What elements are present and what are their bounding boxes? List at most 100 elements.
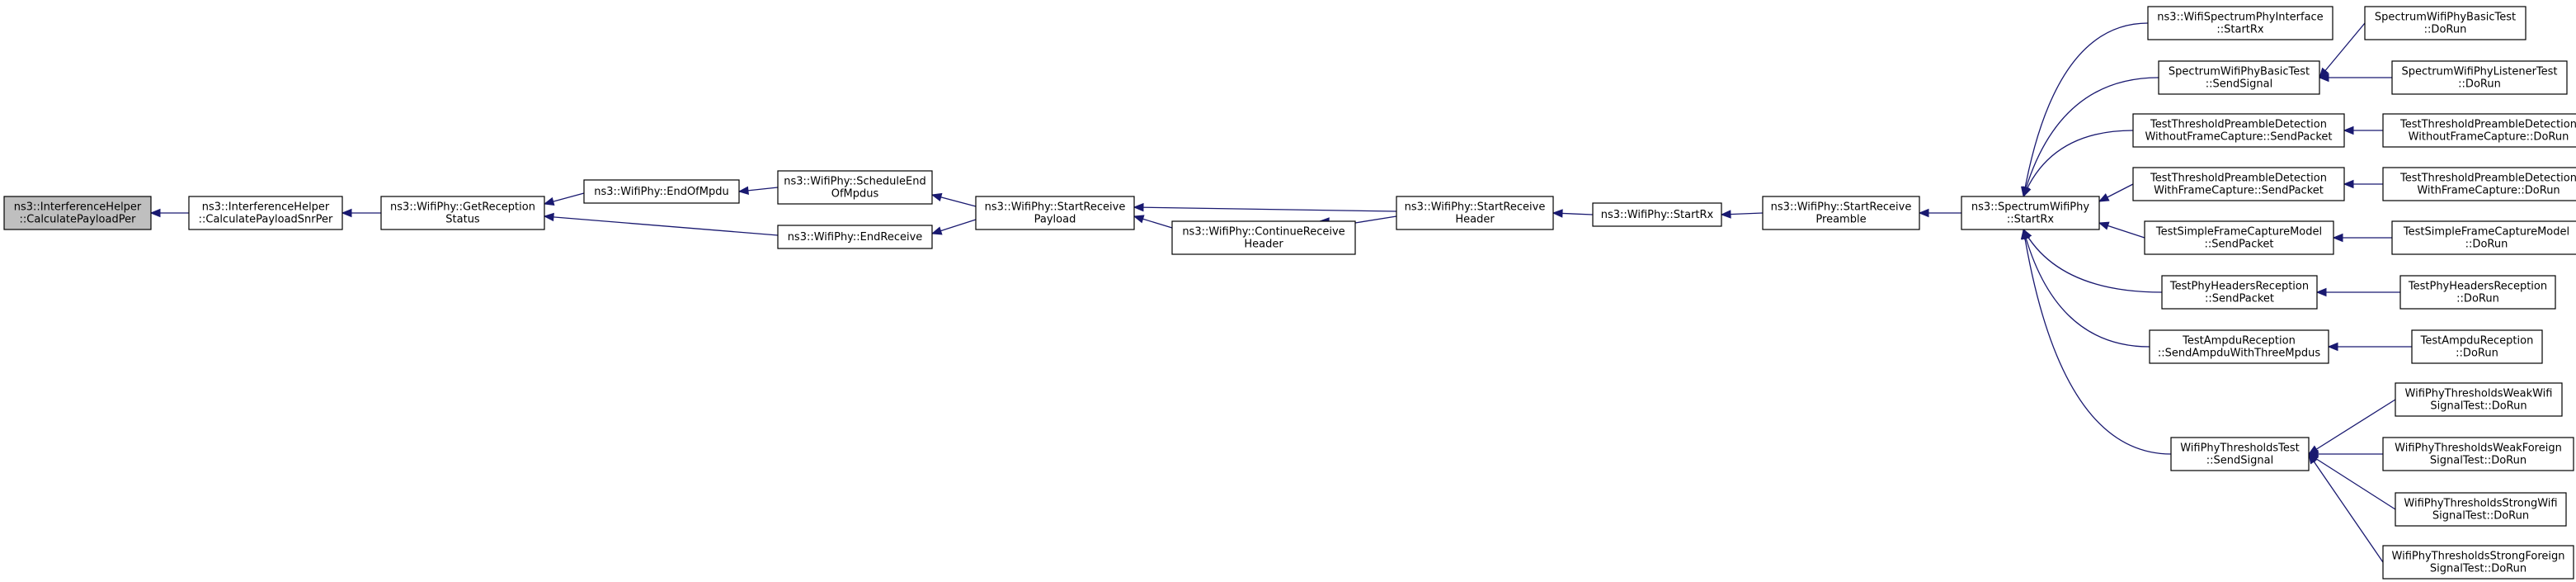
node-label: TestThresholdPreambleDetection — [2399, 173, 2576, 185]
node-label: TestSimpleFrameCaptureModel — [2155, 226, 2322, 239]
edge-arrowhead — [2343, 125, 2354, 135]
node-headers-reception-dorun[interactable]: TestPhyHeadersReception::DoRun — [2399, 275, 2556, 310]
node-label: ::CalculatePayloadPer — [20, 214, 137, 226]
node-label: ns3::InterferenceHelper — [14, 201, 142, 214]
edge-arrowhead — [930, 226, 943, 235]
node-label: ::DoRun — [2424, 24, 2467, 36]
node-label: ::SendSignal — [2206, 455, 2273, 467]
edge-simple-capture-dorun-to-simple-capture-send — [2332, 233, 2392, 243]
node-end-receive[interactable]: ns3::WifiPhy::EndReceive — [777, 225, 933, 249]
edge-start-receive-payload-to-schedule-end-of-mpdus — [930, 192, 977, 207]
node-box — [2132, 167, 2345, 201]
node-threshold-with-send[interactable]: TestThresholdPreambleDetectionWithFrameC… — [2132, 167, 2345, 201]
node-label: SignalTest::DoRun — [2430, 563, 2527, 575]
node-spectrum-interface-start-rx[interactable]: ns3::WifiSpectrumPhyInterface::StartRx — [2147, 6, 2333, 40]
node-label: TestPhyHeadersReception — [2408, 281, 2547, 293]
node-box — [380, 196, 545, 230]
edge-weak-wifi-dorun-to-thresholds-test-send-signal — [2307, 399, 2396, 455]
edge-arrowhead — [2020, 228, 2030, 240]
node-label: ::DoRun — [2456, 348, 2498, 360]
edge-end-of-mpdu-to-get-reception-status — [543, 192, 585, 206]
node-label: Payload — [1034, 214, 1076, 226]
edge-arrowhead — [2343, 179, 2354, 189]
node-weak-foreign-dorun[interactable]: WifiPhyThresholdsWeakForeignSignalTest::… — [2382, 437, 2574, 471]
node-ampdu-dorun[interactable]: TestAmpduReception::DoRun — [2411, 329, 2543, 364]
node-label: ::SendPacket — [2205, 293, 2274, 305]
node-label: ::CalculatePayloadSnrPer — [199, 214, 333, 226]
node-box — [1396, 196, 1554, 230]
node-calc-payload-per[interactable]: ns3::InterferenceHelper::CalculatePayloa… — [3, 196, 152, 230]
node-ampdu-send[interactable]: TestAmpduReception::SendAmpduWithThreeMp… — [2149, 329, 2329, 364]
node-box — [2382, 437, 2574, 471]
node-thresholds-test-send-signal[interactable]: WifiPhyThresholdsTest::SendSignal — [2170, 437, 2310, 471]
edge-start-receive-preamble-to-wifiphy-start-rx — [1720, 210, 1764, 219]
node-label: ::DoRun — [2465, 239, 2508, 251]
node-box — [2158, 60, 2320, 95]
edge-end-receive-to-get-reception-status — [543, 212, 779, 236]
node-label: SpectrumWifiPhyBasicTest — [2375, 12, 2516, 24]
node-label: SpectrumWifiPhyListenerTest — [2401, 66, 2557, 78]
node-wifiphy-start-rx[interactable]: ns3::WifiPhy::StartRx — [1592, 202, 1722, 227]
node-label: TestThresholdPreambleDetection — [2150, 119, 2327, 131]
edge-arrowhead — [1918, 208, 1929, 218]
node-label: ::DoRun — [2456, 293, 2499, 305]
node-basic-test-send-signal[interactable]: SpectrumWifiPhyBasicTest::SendSignal — [2158, 60, 2320, 95]
edge-line — [2023, 77, 2159, 197]
node-threshold-without-dorun[interactable]: TestThresholdPreambleDetectionWithoutFra… — [2382, 113, 2576, 148]
edge-thresholds-test-send-signal-to-spectrum-start-rx — [2020, 228, 2172, 455]
node-label: WithoutFrameCapture::DoRun — [2409, 131, 2569, 144]
node-threshold-with-dorun[interactable]: TestThresholdPreambleDetectionWithFrameC… — [2382, 167, 2576, 201]
node-box — [2149, 329, 2329, 364]
node-label: ns3::WifiSpectrumPhyInterface — [2157, 12, 2323, 24]
edge-arrowhead — [2315, 287, 2327, 297]
edge-threshold-with-send-to-spectrum-start-rx — [2098, 183, 2134, 202]
node-box — [1171, 220, 1356, 255]
node-spectrum-start-rx[interactable]: ns3::SpectrumWifiPhy::StartRx — [1961, 196, 2100, 230]
node-label: ns3::WifiPhy::StartReceive — [1405, 201, 1546, 214]
node-calc-payload-snr-per[interactable]: ns3::InterferenceHelper::CalculatePayloa… — [188, 196, 343, 230]
node-label: ns3::WifiPhy::GetReception — [390, 201, 535, 214]
edge-basic-test-dorun-to-basic-test-send-signal — [2319, 22, 2366, 79]
node-simple-capture-send[interactable]: TestSimpleFrameCaptureModel::SendPacket — [2144, 220, 2334, 255]
node-simple-capture-dorun[interactable]: TestSimpleFrameCaptureModel::DoRun — [2391, 220, 2576, 255]
edge-arrowhead — [2308, 452, 2318, 465]
node-label: TestAmpduReception — [2182, 335, 2296, 348]
node-box — [2395, 382, 2563, 417]
edge-line — [2308, 399, 2396, 455]
edge-arrowhead — [2327, 342, 2338, 352]
node-label: WifiPhyThresholdsStrongForeign — [2392, 551, 2565, 563]
node-end-of-mpdu[interactable]: ns3::WifiPhy::EndOfMpdu — [583, 179, 740, 204]
edge-start-receive-header-to-start-receive-payload — [1133, 202, 1397, 212]
edge-ampdu-dorun-to-ampdu-send — [2327, 342, 2412, 352]
node-box — [777, 225, 933, 249]
node-box — [2170, 437, 2310, 471]
node-listener-test-dorun[interactable]: SpectrumWifiPhyListenerTest::DoRun — [2391, 60, 2568, 95]
edge-arrowhead — [1133, 215, 1145, 224]
node-box — [2391, 220, 2576, 255]
node-headers-reception-send[interactable]: TestPhyHeadersReception::SendPacket — [2161, 275, 2318, 310]
call-graph-edges — [149, 22, 2412, 563]
edge-strong-foreign-dorun-to-thresholds-test-send-signal — [2308, 452, 2384, 563]
node-strong-foreign-dorun[interactable]: WifiPhyThresholdsStrongForeignSignalTest… — [2382, 545, 2574, 580]
node-basic-test-dorun[interactable]: SpectrumWifiPhyBasicTest::DoRun — [2364, 6, 2527, 40]
edge-get-reception-status-to-calc-payload-snr-per — [341, 208, 381, 218]
node-label: ns3::WifiPhy::StartReceive — [1771, 201, 1912, 214]
edge-arrowhead — [543, 212, 554, 222]
node-label: ns3::WifiPhy::StartRx — [1601, 209, 1714, 221]
node-box — [2161, 275, 2318, 310]
edge-line — [2308, 453, 2396, 510]
node-weak-wifi-dorun[interactable]: WifiPhyThresholdsWeakWifiSignalTest::DoR… — [2395, 382, 2563, 417]
node-threshold-without-send[interactable]: TestThresholdPreambleDetectionWithoutFra… — [2132, 113, 2345, 148]
edge-line — [2023, 229, 2163, 293]
node-label: WithFrameCapture::SendPacket — [2154, 185, 2324, 197]
node-label: TestPhyHeadersReception — [2169, 281, 2309, 293]
node-label: TestAmpduReception — [2420, 335, 2534, 348]
node-strong-wifi-dorun[interactable]: WifiPhyThresholdsStrongWifiSignalTest::D… — [2395, 492, 2567, 527]
